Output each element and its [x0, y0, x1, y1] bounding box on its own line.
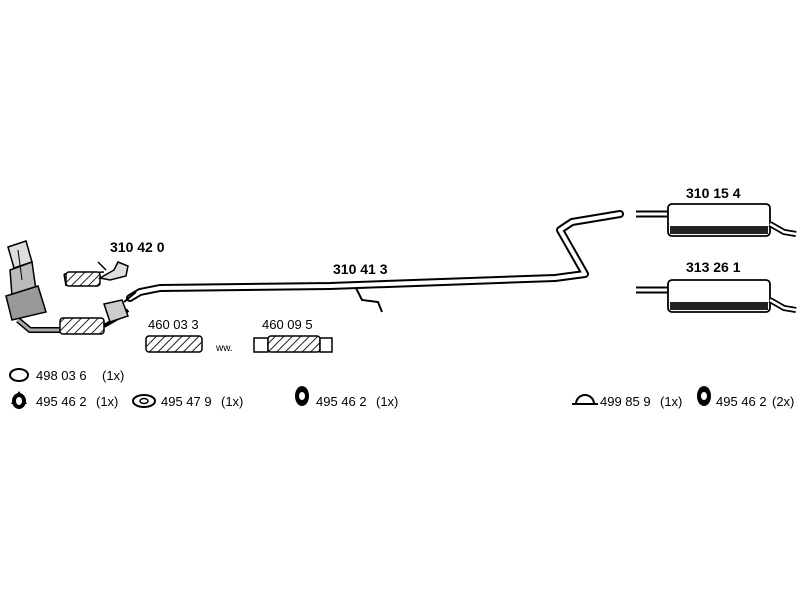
- flex-b-label: 460 09 5: [262, 317, 313, 332]
- gasket-icon: [132, 394, 156, 408]
- rear-silencer-b-label: 313 26 1: [686, 259, 741, 275]
- hanger-front-qty: (1x): [96, 394, 119, 409]
- hanger-rear-number: 495 46 2: [716, 394, 767, 409]
- hanger-mid-qty: (1x): [376, 394, 399, 409]
- rubber-hanger-icon: [697, 386, 711, 406]
- rear-silencer-a: [636, 203, 797, 237]
- clamp-ring-qty: (1x): [102, 368, 125, 383]
- front-pipe-label: 310 42 0: [110, 239, 165, 255]
- hanger-mid-number: 495 46 2: [316, 394, 367, 409]
- middle-pipe-part: [123, 210, 624, 313]
- rubber-hanger-icon: [11, 391, 27, 409]
- front-pipe-part: [63, 261, 129, 287]
- clamp-ring-icon: [9, 368, 29, 382]
- hanger-front-number: 495 46 2: [36, 394, 87, 409]
- rubber-hanger-icon: [295, 386, 309, 406]
- gasket-qty: (1x): [221, 394, 244, 409]
- rear-ring-icon: [572, 394, 598, 405]
- flex-pipe-a: [145, 335, 203, 353]
- rear-ring-number: 499 85 9: [600, 394, 651, 409]
- rear-silencer-b: [636, 279, 797, 313]
- flex-a-label: 460 03 3: [148, 317, 199, 332]
- gasket-number: 495 47 9: [161, 394, 212, 409]
- flex-pipe-b: [253, 335, 333, 353]
- rear-silencer-a-label: 310 15 4: [686, 185, 741, 201]
- flex-note: ww.: [216, 343, 233, 354]
- hanger-rear-qty: (2x): [772, 394, 795, 409]
- clamp-ring-number: 498 03 6: [36, 368, 87, 383]
- rear-ring-qty: (1x): [660, 394, 683, 409]
- middle-pipe-label: 310 41 3: [333, 261, 388, 277]
- catalytic-converter: [5, 240, 130, 335]
